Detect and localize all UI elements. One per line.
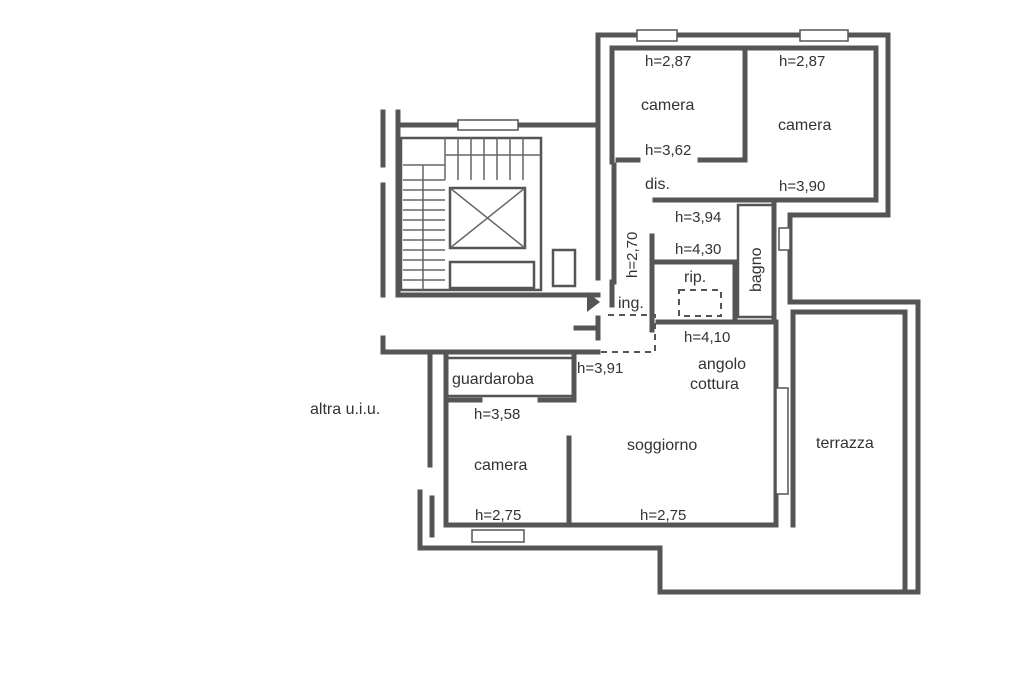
room-angolo-cottura-2: cottura bbox=[690, 376, 739, 393]
height-rip-top: h=4,30 bbox=[675, 241, 721, 258]
room-ripostiglio: rip. bbox=[684, 269, 706, 286]
room-camera-bottom: camera bbox=[474, 457, 527, 474]
room-camera-top-left: camera bbox=[641, 97, 694, 114]
room-camera-top-right: camera bbox=[778, 117, 831, 134]
staircase-area bbox=[380, 109, 601, 298]
room-bagno: bagno bbox=[748, 247, 765, 292]
stair-treads bbox=[403, 138, 541, 290]
height-camera-tl-top: h=2,87 bbox=[645, 53, 691, 70]
height-soggiorno-bottom: h=2,75 bbox=[640, 507, 686, 524]
height-camera-tr-bottom: h=3,90 bbox=[779, 178, 825, 195]
height-soggiorno-top: h=3,91 bbox=[577, 360, 623, 377]
room-guardaroba: guardaroba bbox=[452, 371, 534, 388]
height-camera-tl-bottom: h=3,62 bbox=[645, 142, 691, 159]
elevator-shaft bbox=[448, 186, 536, 290]
height-camera-b-bottom: h=2,75 bbox=[475, 507, 521, 524]
neighbor-label: altra u.i.u. bbox=[310, 401, 380, 418]
labels: altra u.i.u. h=2,87 camera h=3,62 h=2,87… bbox=[310, 53, 874, 524]
room-soggiorno: soggiorno bbox=[627, 437, 697, 454]
utility-box bbox=[551, 248, 577, 288]
room-angolo-cottura-1: angolo bbox=[698, 356, 746, 373]
height-dis-vertical: h=2,70 bbox=[624, 232, 641, 278]
entrance-arrow bbox=[587, 292, 600, 312]
height-camera-b-top: h=3,58 bbox=[474, 406, 520, 423]
height-bagno-top: h=3,94 bbox=[675, 209, 721, 226]
apartment-walls bbox=[380, 29, 921, 595]
room-disimpegno: dis. bbox=[645, 176, 670, 193]
room-terrazza: terrazza bbox=[816, 435, 874, 452]
height-camera-tr-top: h=2,87 bbox=[779, 53, 825, 70]
height-rip-bottom: h=4,10 bbox=[684, 329, 730, 346]
room-ingresso: ing. bbox=[618, 295, 644, 312]
ripostiglio-box bbox=[678, 289, 722, 317]
